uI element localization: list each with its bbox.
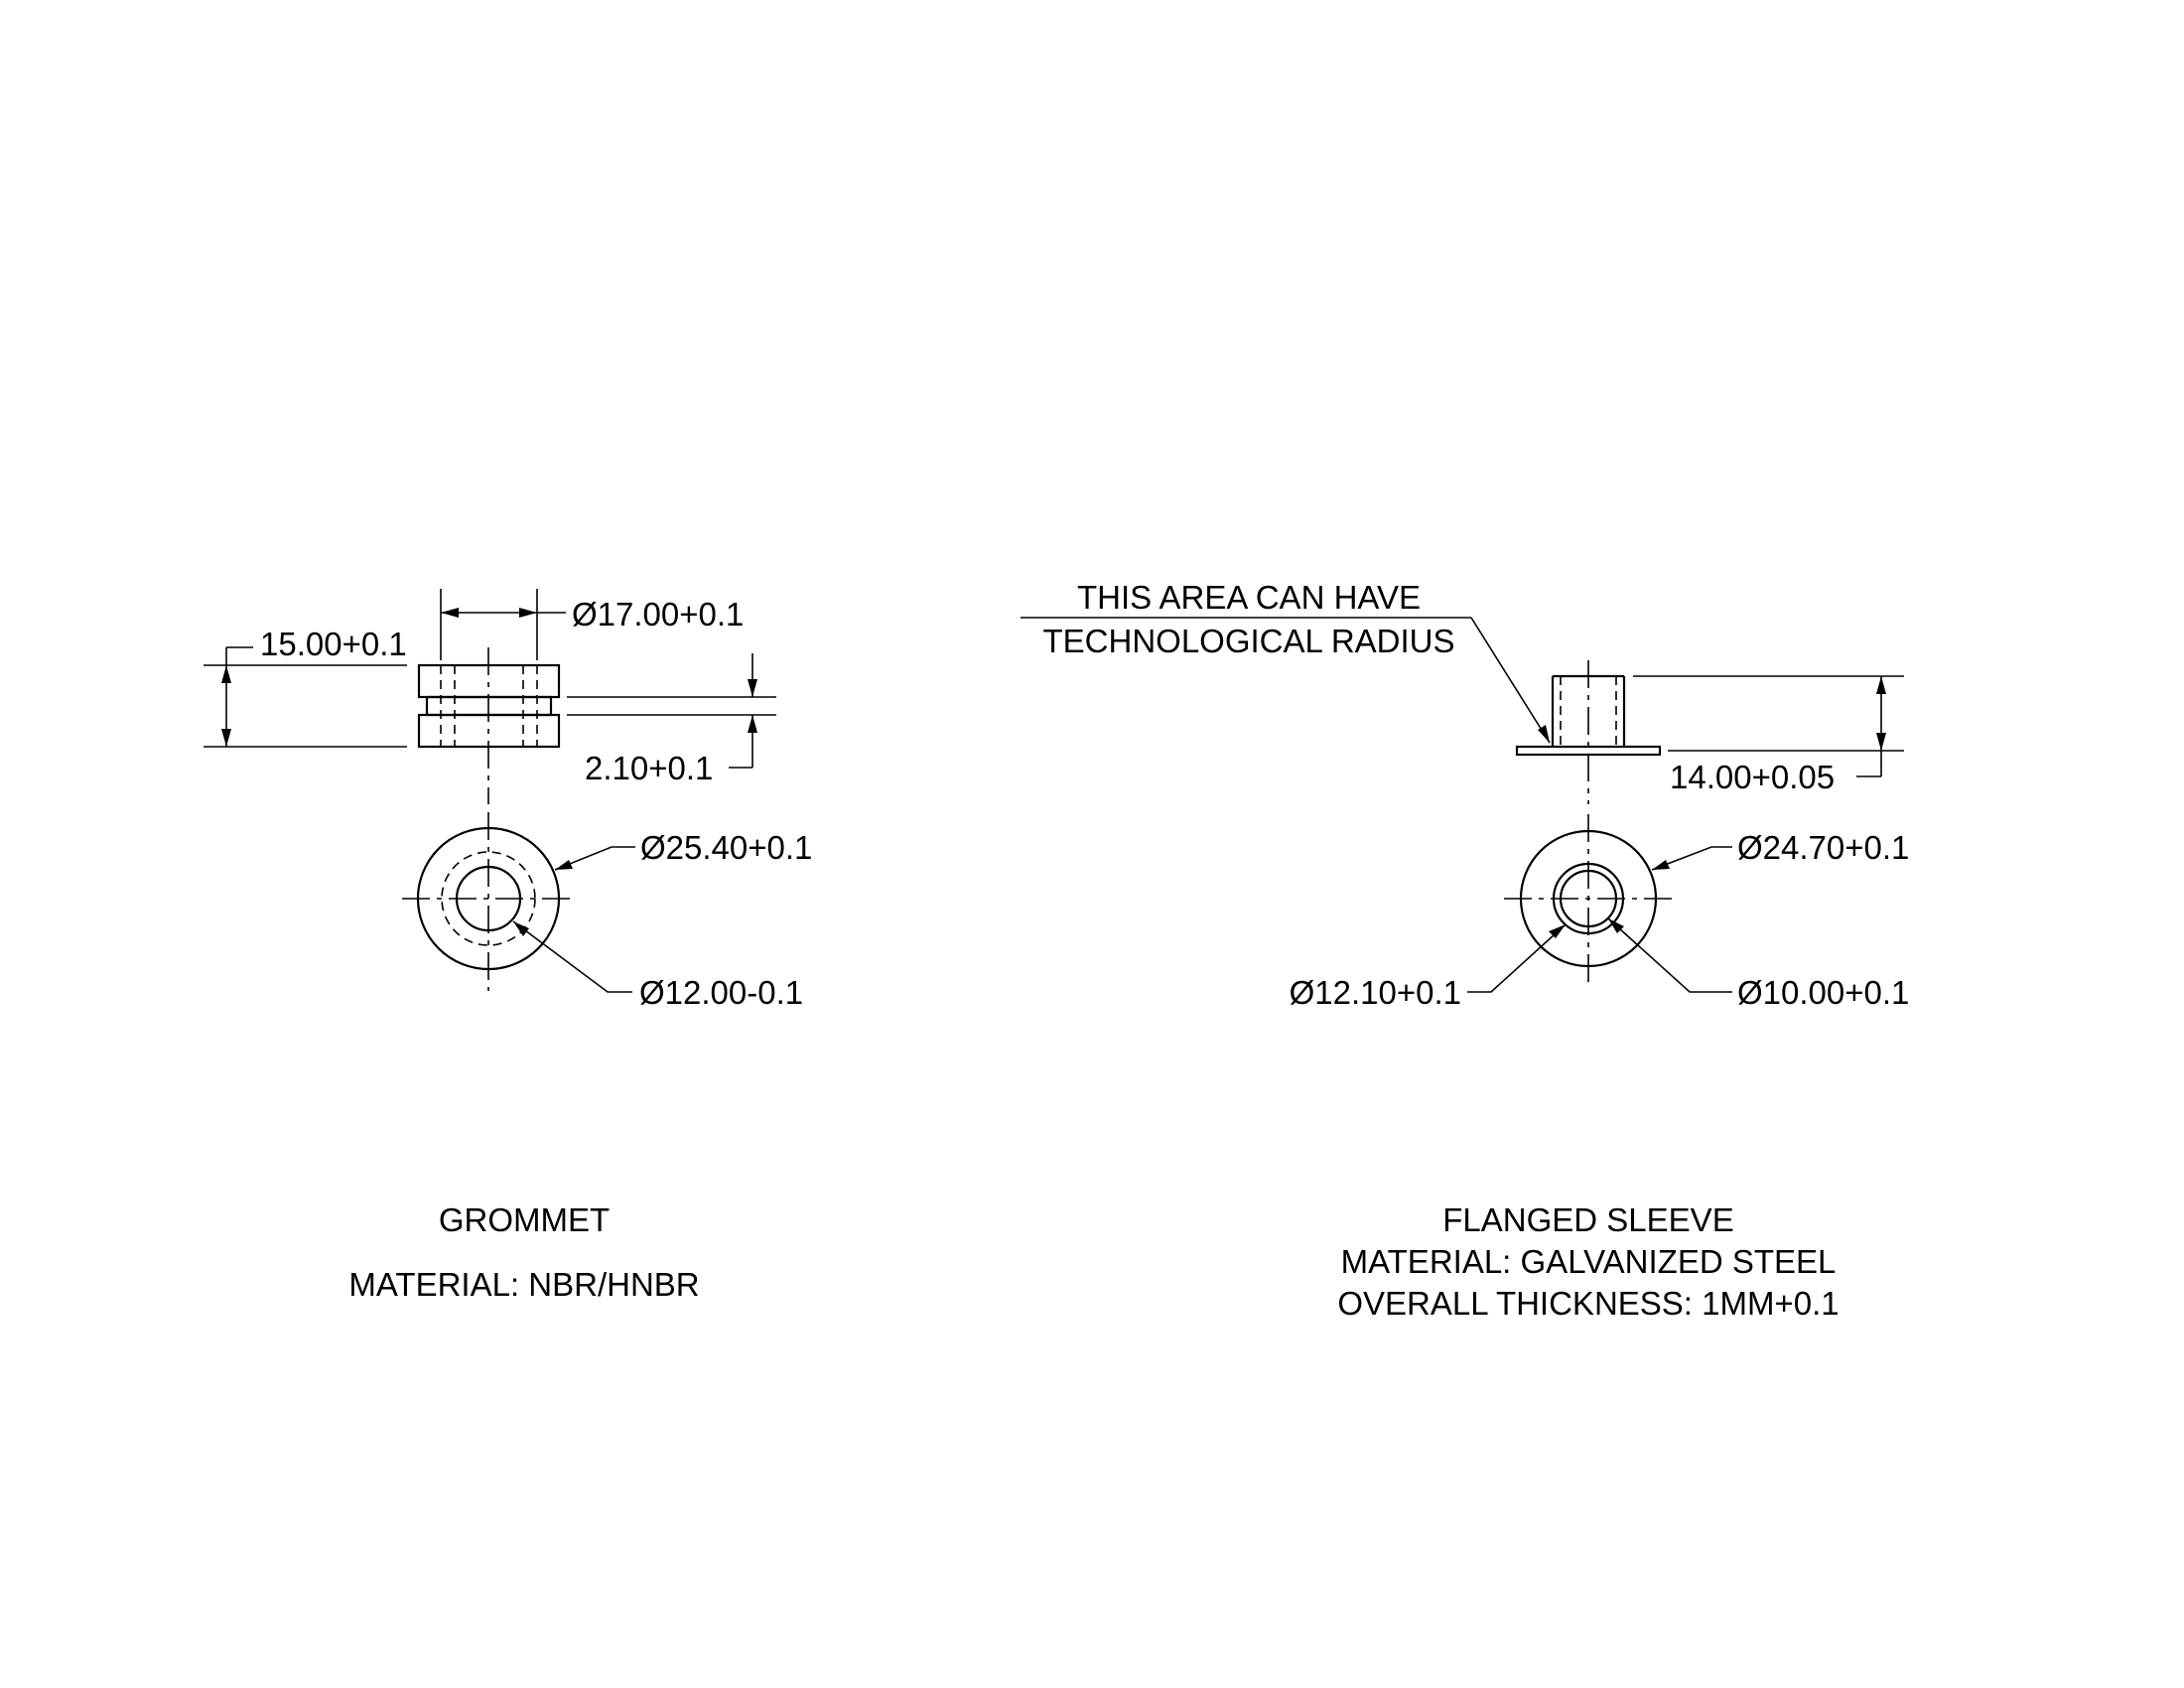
grommet-material: MATERIAL: NBR/HNBR [348,1266,699,1303]
sleeve-top-view [1504,814,1673,988]
grommet-inner-diameter-leader [512,920,632,993]
grommet-outer-diameter-label: Ø25.40+0.1 [640,829,812,866]
sleeve-radius-note-line2: TECHNOLOGICAL RADIUS [1042,623,1454,659]
grommet-top-diameter-dimension [440,589,566,660]
grommet-top-diameter-label: Ø17.00+0.1 [572,596,744,633]
grommet-outer-diameter-leader [554,846,635,871]
grommet-height-label: 15.00+0.1 [260,626,407,662]
sleeve-bore-inner-diameter-leader [1607,917,1732,993]
grommet-groove-dimension [567,653,776,769]
sleeve-material: MATERIAL: GALVANIZED STEEL [1341,1243,1837,1280]
sleeve-outer-diameter-leader [1651,846,1732,871]
grommet-inner-diameter-label: Ø12.00-0.1 [639,974,803,1011]
sleeve-radius-note-line1: THIS AREA CAN HAVE [1077,579,1421,616]
sleeve-bore-outer-diameter-leader [1467,923,1567,993]
sleeve-bore-outer-diameter-label: Ø12.10+0.1 [1290,974,1461,1011]
sleeve-height-dimension [1633,675,1904,777]
grommet-height-dimension [204,646,407,748]
sleeve-side-view [1515,660,1662,804]
grommet-title: GROMMET [439,1201,610,1238]
sleeve-thickness: OVERALL THICKNESS: 1MM+0.1 [1337,1285,1839,1322]
sleeve-bore-inner-diameter-label: Ø10.00+0.1 [1737,974,1909,1011]
sleeve-radius-note-leader [1021,617,1551,744]
sleeve-outer-diameter-label: Ø24.70+0.1 [1737,829,1909,866]
sleeve-title: FLANGED SLEEVE [1442,1201,1733,1238]
grommet-side-view [417,647,561,804]
grommet-groove-label: 2.10+0.1 [585,750,713,786]
sleeve-height-label: 14.00+0.05 [1670,759,1835,795]
grommet-top-view [402,812,576,991]
